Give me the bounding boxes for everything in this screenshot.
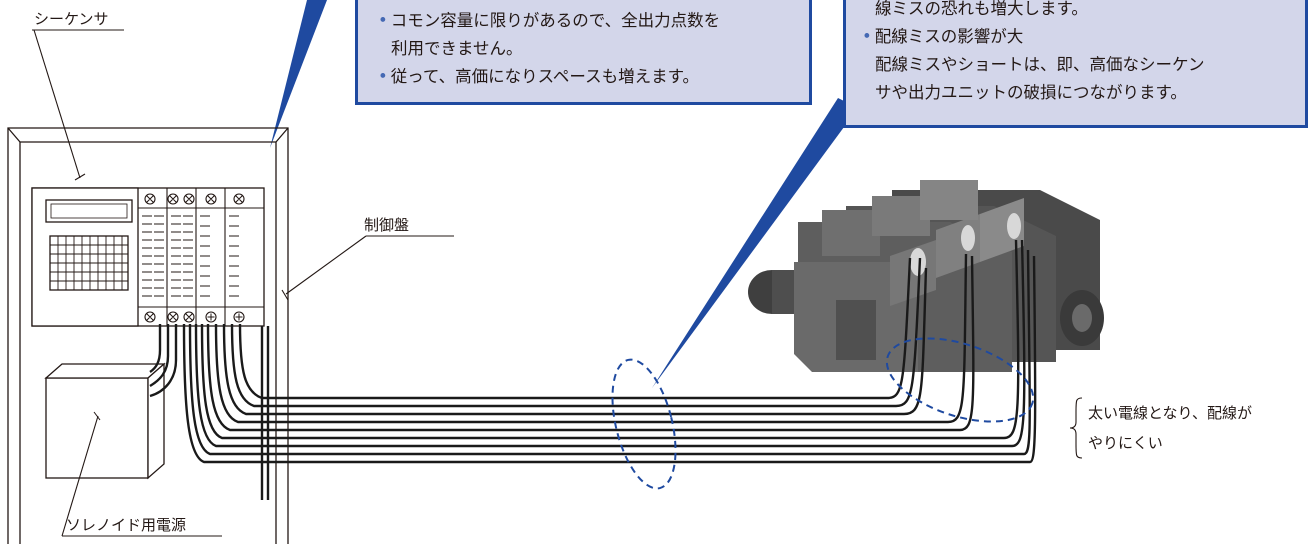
control-panel-cabinet (7, 127, 289, 544)
bullet-icon: • (378, 11, 388, 30)
note-line-1: 太い電線となり、配線が (1088, 404, 1252, 422)
wire-bundle-highlight (611, 337, 1035, 490)
callout-right-line-4: サや出力ユニットの破損につながります。 (875, 83, 1187, 102)
callout-right-line-1: 線ミスの恐れも増大します。 (875, 0, 1088, 18)
wire-bundle (149, 239, 1037, 500)
callout-right-pointer (652, 98, 858, 388)
callout-left-line-2: 利用できません。 (391, 39, 523, 58)
label-solenoid-power: ソレノイド用電源 (66, 516, 187, 534)
bullet-icon: • (862, 27, 872, 46)
note-thick-wires: 太い電線となり、配線が やりにくい (1088, 398, 1252, 458)
callout-left-line-1: •コモン容量に限りがあるので、全出力点数を (378, 11, 721, 30)
solenoid-power-box (44, 362, 166, 480)
note-line-2: やりにくい (1088, 434, 1163, 452)
callout-right: 線ミスの恐れも増大します。 •配線ミスの影響が大 配線ミスやショートは、即、高価… (843, 0, 1308, 128)
label-control-panel: 制御盤 (364, 216, 410, 234)
callout-left-pointer (270, 0, 327, 148)
leader-lines (32, 29, 1083, 537)
label-sequencer: シーケンサ (34, 10, 109, 28)
bullet-icon: • (378, 67, 388, 86)
callout-left-line-3: •従って、高価になりスペースも増えます。 (378, 67, 699, 86)
callout-right-line-3: 配線ミスやショートは、即、高価なシーケン (875, 55, 1205, 74)
callout-left: •コモン容量に限りがあるので、全出力点数を 利用できません。 •従って、高価にな… (355, 0, 812, 105)
solenoid-valves (748, 180, 1104, 372)
sequencer-unit (31, 187, 265, 327)
callout-right-line-2: •配線ミスの影響が大 (862, 27, 1024, 46)
